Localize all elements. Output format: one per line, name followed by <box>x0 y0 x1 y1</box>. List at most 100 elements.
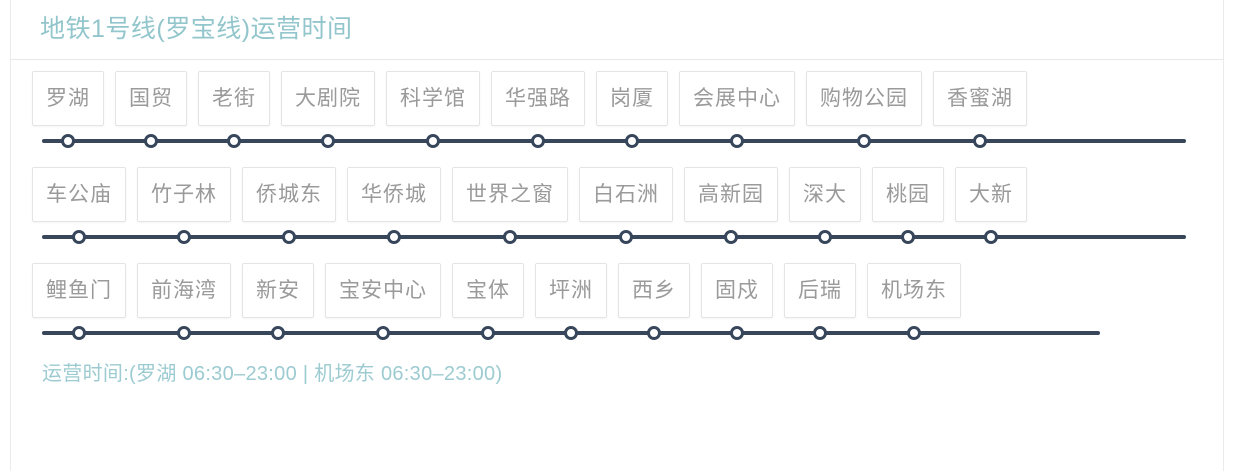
station-box[interactable]: 车公庙 <box>32 167 126 222</box>
station-name: 香蜜湖 <box>947 87 1013 110</box>
station-dot[interactable] <box>531 134 545 148</box>
station-box[interactable]: 西乡 <box>618 263 690 318</box>
station-box[interactable]: 深大 <box>789 167 861 222</box>
station-name: 坪洲 <box>549 279 593 302</box>
station-box[interactable]: 固戍 <box>701 263 773 318</box>
station-dot[interactable] <box>321 134 335 148</box>
station-name: 西乡 <box>632 279 676 302</box>
station-box[interactable]: 香蜜湖 <box>933 71 1027 126</box>
line-row-3: 鲤鱼门 前海湾 新安 宝安中心 宝体 坪洲 <box>11 252 1223 348</box>
station-dot[interactable] <box>72 326 86 340</box>
station-dot[interactable] <box>907 326 921 340</box>
station-name: 华侨城 <box>361 183 427 206</box>
station-name: 鲤鱼门 <box>46 279 112 302</box>
station-dot[interactable] <box>61 134 75 148</box>
station-box[interactable]: 竹子林 <box>137 167 231 222</box>
station-box[interactable]: 宝安中心 <box>325 263 441 318</box>
station-name: 会展中心 <box>693 87 781 110</box>
station-dot[interactable] <box>282 230 296 244</box>
station-name: 罗湖 <box>46 87 90 110</box>
station-dot[interactable] <box>227 134 241 148</box>
station-dot[interactable] <box>271 326 285 340</box>
station-box[interactable]: 科学馆 <box>386 71 480 126</box>
station-name: 侨城东 <box>256 183 322 206</box>
station-dot[interactable] <box>730 134 744 148</box>
station-dot[interactable] <box>144 134 158 148</box>
line-row-1: 罗湖 国贸 老街 大剧院 科学馆 华强路 <box>11 60 1223 156</box>
station-name: 宝体 <box>466 279 510 302</box>
station-name: 新安 <box>256 279 300 302</box>
station-box[interactable]: 高新园 <box>684 167 778 222</box>
station-dot[interactable] <box>481 326 495 340</box>
station-box[interactable]: 华强路 <box>491 71 585 126</box>
station-dot[interactable] <box>72 230 86 244</box>
station-dot[interactable] <box>426 134 440 148</box>
station-box[interactable]: 宝体 <box>452 263 524 318</box>
station-name: 白石洲 <box>593 183 659 206</box>
station-name: 大剧院 <box>295 87 361 110</box>
station-box[interactable]: 购物公园 <box>806 71 922 126</box>
card-footer: 运营时间:(罗湖 06:30–23:00 | 机场东 06:30–23:00) <box>11 348 1223 384</box>
metro-line-card: 地铁1号线(罗宝线)运营时间 罗湖 国贸 老街 大剧院 <box>10 0 1224 471</box>
station-name: 宝安中心 <box>339 279 427 302</box>
station-dot[interactable] <box>730 326 744 340</box>
rail-row-2 <box>32 222 1223 252</box>
card-header: 地铁1号线(罗宝线)运营时间 <box>11 0 1223 60</box>
station-box[interactable]: 岗厦 <box>596 71 668 126</box>
station-box[interactable]: 会展中心 <box>679 71 795 126</box>
station-name: 岗厦 <box>610 87 654 110</box>
station-box[interactable]: 坪洲 <box>535 263 607 318</box>
station-box[interactable]: 罗湖 <box>32 71 104 126</box>
station-name: 车公庙 <box>46 183 112 206</box>
station-box[interactable]: 前海湾 <box>137 263 231 318</box>
station-dot[interactable] <box>625 134 639 148</box>
station-list-row-2: 车公庙 竹子林 侨城东 华侨城 世界之窗 白石洲 <box>32 156 1223 222</box>
station-name: 桃园 <box>886 183 930 206</box>
station-name: 大新 <box>969 183 1013 206</box>
station-box[interactable]: 大新 <box>955 167 1027 222</box>
station-name: 前海湾 <box>151 279 217 302</box>
station-name: 老街 <box>212 87 256 110</box>
station-box[interactable]: 世界之窗 <box>452 167 568 222</box>
page-title: 地铁1号线(罗宝线)运营时间 <box>40 15 353 43</box>
station-name: 后瑞 <box>798 279 842 302</box>
station-dot[interactable] <box>619 230 633 244</box>
station-dot[interactable] <box>376 326 390 340</box>
station-box[interactable]: 白石洲 <box>579 167 673 222</box>
station-box[interactable]: 侨城东 <box>242 167 336 222</box>
station-dot[interactable] <box>647 326 661 340</box>
station-dot[interactable] <box>724 230 738 244</box>
station-box[interactable]: 新安 <box>242 263 314 318</box>
station-dot[interactable] <box>984 230 998 244</box>
station-dot[interactable] <box>973 134 987 148</box>
station-box[interactable]: 机场东 <box>867 263 961 318</box>
station-dot[interactable] <box>503 230 517 244</box>
station-dot[interactable] <box>177 326 191 340</box>
station-name: 世界之窗 <box>466 183 554 206</box>
station-dot[interactable] <box>901 230 915 244</box>
station-dot[interactable] <box>857 134 871 148</box>
station-name: 购物公园 <box>820 87 908 110</box>
station-box[interactable]: 鲤鱼门 <box>32 263 126 318</box>
station-dot[interactable] <box>387 230 401 244</box>
operating-hours-text: 运营时间:(罗湖 06:30–23:00 | 机场东 06:30–23:00) <box>42 363 503 385</box>
station-box[interactable]: 老街 <box>198 71 270 126</box>
station-dot[interactable] <box>177 230 191 244</box>
station-box[interactable]: 华侨城 <box>347 167 441 222</box>
station-name: 国贸 <box>129 87 173 110</box>
station-box[interactable]: 国贸 <box>115 71 187 126</box>
station-box[interactable]: 后瑞 <box>784 263 856 318</box>
station-name: 高新园 <box>698 183 764 206</box>
rail-row-3 <box>32 318 1223 348</box>
station-dot[interactable] <box>813 326 827 340</box>
station-dot[interactable] <box>818 230 832 244</box>
station-dot[interactable] <box>564 326 578 340</box>
station-list-row-1: 罗湖 国贸 老街 大剧院 科学馆 华强路 <box>32 60 1223 126</box>
rail-track <box>42 139 1186 143</box>
station-name: 固戍 <box>715 279 759 302</box>
station-name: 机场东 <box>881 279 947 302</box>
station-box[interactable]: 大剧院 <box>281 71 375 126</box>
station-box[interactable]: 桃园 <box>872 167 944 222</box>
station-name: 科学馆 <box>400 87 466 110</box>
